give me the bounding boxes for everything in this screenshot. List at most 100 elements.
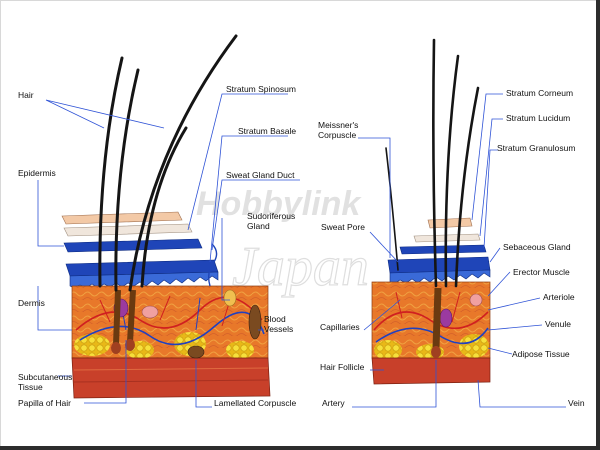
left-gland — [113, 298, 129, 318]
leader-stratum-spinosum — [187, 93, 288, 231]
leader-papilla — [84, 340, 127, 404]
leader-dermis — [37, 286, 72, 331]
left-stratum-granulosum — [63, 238, 203, 253]
leader-lines — [37, 93, 566, 408]
label-blood-vessels-1: Blood — [264, 314, 286, 324]
left-hairs — [98, 34, 238, 292]
vessel-branch — [119, 297, 201, 331]
label-subcutaneous-2: Tissue — [18, 382, 43, 392]
left-corpuscle-vertical — [248, 304, 262, 340]
left-adipose — [74, 332, 254, 359]
label-sweat-pore: Sweat Pore — [321, 222, 365, 232]
left-stratum-spinosum — [65, 259, 219, 277]
label-stratum-basale: Stratum Basale — [238, 126, 296, 136]
left-stratum-basale — [69, 271, 219, 289]
adipose-blob — [459, 334, 489, 358]
left-stratum-layers — [61, 211, 219, 289]
subcutaneous-stripe — [73, 367, 269, 371]
label-meissners-1: Meissner's — [318, 120, 358, 130]
leader-artery — [352, 360, 437, 408]
label-stratum-granulosum: Stratum Granulosum — [497, 143, 575, 153]
leader-sudoriferous-gland — [221, 218, 230, 301]
right-dermis — [371, 281, 491, 359]
adipose-blob — [174, 332, 206, 356]
right-hairs — [385, 38, 480, 288]
right-blood-vessels — [373, 291, 489, 345]
watermark: Hobbylink Japan — [196, 185, 369, 299]
vessel-branch — [395, 291, 461, 323]
hair-papilla — [111, 342, 121, 354]
hair-papilla — [431, 346, 441, 358]
right-stratum-basale — [389, 269, 491, 285]
label-stratum-lucidum: Stratum Lucidum — [506, 113, 570, 123]
left-skin-model — [61, 34, 271, 399]
subcutaneous-stripe — [73, 379, 269, 383]
right-stratum-spinosum — [387, 256, 491, 274]
leader-adipose-tissue — [487, 347, 513, 355]
right-stratum-corneum — [427, 217, 473, 229]
leader-stratum-lucidum — [479, 118, 503, 237]
label-epidermis: Epidermis — [18, 168, 56, 178]
label-meissners-2: Corpuscle — [318, 130, 357, 140]
adipose-blob — [374, 340, 402, 360]
label-adipose-tissue: Adipose Tissue — [512, 349, 570, 359]
vessel-blue — [375, 327, 489, 345]
watermark-line2: Japan — [232, 236, 369, 298]
right-stratum-lucidum — [413, 233, 481, 243]
hair-strand — [128, 34, 238, 292]
leader-capillaries — [363, 299, 401, 331]
label-dermis: Dermis — [18, 298, 45, 308]
left-dermis — [71, 285, 269, 359]
label-stratum-spinosum: Stratum Spinosum — [226, 84, 296, 94]
right-hair-follicles — [431, 287, 442, 358]
leader-hair — [45, 99, 165, 129]
vessel-branch — [99, 295, 231, 327]
hair-strand — [444, 54, 460, 288]
adipose-blob — [226, 341, 254, 359]
leader-stratum-basale — [209, 135, 288, 263]
left-lamellated-corpuscle — [187, 345, 205, 359]
right-stratum-granulosum — [399, 244, 487, 255]
hair-strand — [140, 126, 188, 288]
right-sebaceous-gland — [439, 308, 453, 328]
leader-arteriole — [487, 297, 541, 311]
leader-venule — [487, 324, 543, 331]
right-subcutaneous — [371, 357, 491, 385]
leader-sweat-gland-duct — [211, 179, 300, 251]
leader-stratum-granulosum — [483, 149, 498, 249]
label-blood-vessels-2: Vessels — [264, 324, 293, 334]
leader-erector-muscle — [487, 271, 511, 297]
leader-epidermis — [37, 180, 64, 247]
left-erector-muscle — [141, 305, 159, 319]
vessel-blue — [79, 311, 265, 346]
label-subcutaneous-1: Subcutaneous — [18, 372, 72, 382]
label-capillaries: Capillaries — [320, 322, 360, 332]
adipose-blob — [126, 341, 154, 359]
left-stratum-lucidum — [63, 223, 193, 237]
leader-stratum-corneum — [471, 93, 503, 221]
adipose-blob — [74, 334, 110, 356]
hair-papilla — [125, 339, 135, 351]
label-papilla-of-hair: Papilla of Hair — [18, 398, 71, 408]
follicle — [113, 289, 121, 346]
left-sudoriferous-gland — [223, 289, 237, 307]
left-sweat-gland-duct — [207, 243, 218, 287]
label-lamellated-corpuscle: Lamellated Corpuscle — [214, 398, 296, 408]
leader-vein — [477, 379, 566, 408]
right-adipose — [374, 334, 489, 360]
hair-strand — [98, 56, 124, 288]
left-stratum-corneum — [61, 211, 183, 225]
follicle — [432, 287, 442, 349]
hair-strand — [114, 68, 140, 292]
right-stratum-layers — [387, 217, 491, 285]
vessel-red — [373, 311, 489, 331]
label-sudoriferous-2: Gland — [247, 221, 270, 231]
label-arteriole: Arteriole — [543, 292, 575, 302]
leader-lamellated-corpuscle — [195, 360, 212, 408]
left-subcutaneous — [71, 357, 271, 399]
vessel-red — [75, 296, 263, 331]
left-hair-follicles — [111, 289, 136, 354]
label-artery: Artery — [322, 398, 345, 408]
